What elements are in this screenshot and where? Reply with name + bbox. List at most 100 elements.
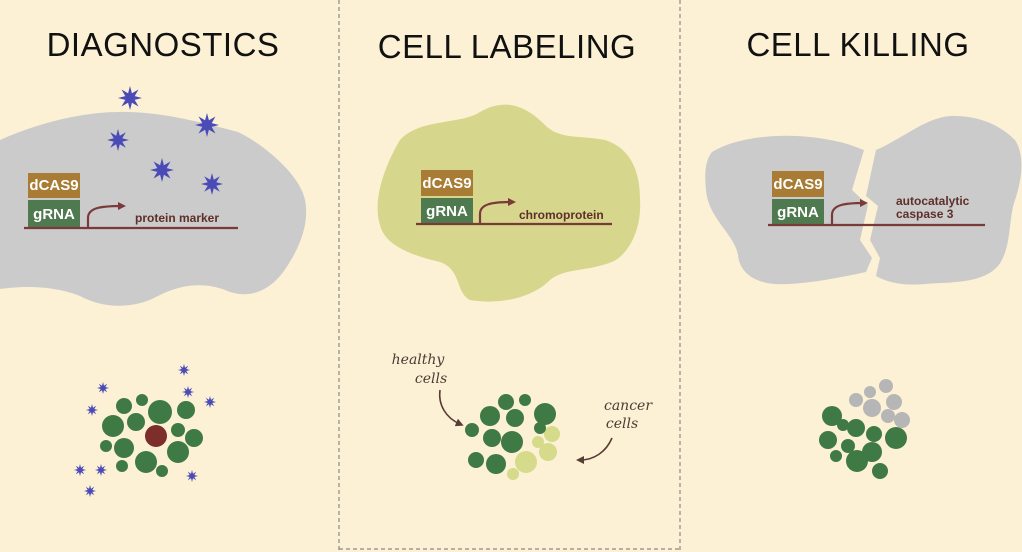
grna-box <box>28 200 80 227</box>
cancer-cells-label-line2: cells <box>606 416 638 432</box>
cell-dead-cell <box>849 393 863 407</box>
cell-dead-cell <box>881 409 895 423</box>
cell-healthy-cell <box>841 439 855 453</box>
cell-healthy-cell <box>837 419 849 431</box>
cell-healthy-cell <box>519 394 531 406</box>
cell-healthy-cell <box>822 406 842 426</box>
cell-cancer-cell <box>544 426 560 442</box>
gene-label: chromoprotein <box>519 208 604 222</box>
star-icon <box>195 113 219 137</box>
cell-healthy-cell <box>534 422 546 434</box>
dcas9-box <box>421 170 473 196</box>
cluster-stars <box>74 364 216 497</box>
grna-box <box>772 199 824 225</box>
cell-healthy-cell <box>177 401 195 419</box>
cell-healthy-cell <box>156 465 168 477</box>
cell-healthy-cell <box>872 463 888 479</box>
dcas9-box <box>28 173 80 198</box>
cell-healthy-cell <box>819 431 837 449</box>
gray-cell-shape <box>0 111 307 306</box>
cell-healthy-cell <box>102 415 124 437</box>
panel-cell-killing: CELL KILLING dCAS9 gRNA autocatalytic ca… <box>705 26 1022 479</box>
cell-healthy-cell <box>465 423 479 437</box>
star-icon <box>95 464 107 476</box>
grna-label: gRNA <box>33 206 75 223</box>
healthy-cells-label-line1: healthy <box>392 352 446 368</box>
cell-healthy-cell <box>171 423 185 437</box>
killing-cell-cluster <box>819 379 910 479</box>
cell-cancer-cell <box>515 451 537 473</box>
cell-healthy-cell <box>167 441 189 463</box>
star-icon <box>84 485 96 497</box>
cell-dead-cell <box>879 379 893 393</box>
star-icon <box>97 382 109 394</box>
cell-healthy-cell <box>480 406 500 426</box>
protein-marker-stars <box>107 86 223 195</box>
cell-healthy-cell <box>483 429 501 447</box>
cell-healthy-cell <box>506 409 524 427</box>
dcas9-label: dCAS9 <box>422 175 471 192</box>
grna-label: gRNA <box>777 204 819 221</box>
cell-healthy-cell <box>116 460 128 472</box>
cell-healthy-cell <box>534 403 556 425</box>
grna-box <box>421 198 473 224</box>
dcas9-box <box>772 171 824 197</box>
cell-dead-cell <box>894 412 910 428</box>
cell-healthy-cell <box>148 400 172 424</box>
star-icon <box>150 158 174 182</box>
cell-healthy-cell <box>100 440 112 452</box>
healthy-cells-label-line2: cells <box>415 371 447 387</box>
promoter-arrow <box>478 198 516 224</box>
cell-healthy-cell <box>114 438 134 458</box>
star-icon <box>204 396 216 408</box>
cancer-cells-label-line1: cancer <box>604 398 653 414</box>
healthy-cells-pointer-arrow <box>438 389 464 427</box>
cell-healthy-cell <box>501 431 523 453</box>
cell-healthy-cell <box>185 429 203 447</box>
gray-cell-right-fragment <box>866 115 1022 285</box>
star-icon <box>178 364 190 376</box>
cell-marked-cell <box>145 425 167 447</box>
panel-cell-labeling: CELL LABELING dCAS9 gRNA chromoprotein h… <box>377 28 653 480</box>
cell-healthy-cell <box>135 451 157 473</box>
cell-cancer-cell <box>532 436 544 448</box>
cell-cancer-cell <box>539 443 557 461</box>
panel-title: CELL LABELING <box>378 28 636 65</box>
gene-label-line2: caspase 3 <box>896 207 954 221</box>
cell-healthy-cell <box>136 394 148 406</box>
diagnostic-cell-cluster <box>100 394 203 477</box>
cell-healthy-cell <box>468 452 484 468</box>
cell-dead-cell <box>863 399 881 417</box>
star-icon <box>74 464 86 476</box>
cell-healthy-cell <box>830 450 842 462</box>
cell-dead-cell <box>864 386 876 398</box>
cell-healthy-cell <box>486 454 506 474</box>
gene-label-line1: autocatalytic <box>896 194 970 208</box>
cell-healthy-cell <box>127 413 145 431</box>
promoter-arrow <box>830 199 868 225</box>
star-icon <box>201 173 223 195</box>
star-icon <box>182 386 194 398</box>
promoter-arrow <box>86 202 126 228</box>
star-icon <box>86 404 98 416</box>
cell-healthy-cell <box>498 394 514 410</box>
gene-label: protein marker <box>135 211 219 225</box>
cell-healthy-cell <box>885 427 907 449</box>
cancer-cells-pointer-arrow <box>576 437 613 464</box>
cell-healthy-cell <box>847 419 865 437</box>
labeling-cell-cluster <box>465 394 560 480</box>
panel-diagnostics: DIAGNOSTICS dCAS9 gRNA protein marker <box>0 26 307 497</box>
panel-title: CELL KILLING <box>746 26 969 63</box>
panel-title: DIAGNOSTICS <box>47 26 280 63</box>
cell-healthy-cell <box>116 398 132 414</box>
cell-healthy-cell <box>846 450 868 472</box>
cell-healthy-cell <box>866 426 882 442</box>
star-icon <box>186 470 198 482</box>
dcas9-label: dCAS9 <box>29 177 78 194</box>
dcas9-label: dCAS9 <box>773 176 822 193</box>
star-icon <box>107 129 129 151</box>
star-icon <box>118 86 142 110</box>
cell-cancer-cell <box>507 468 519 480</box>
grna-label: gRNA <box>426 203 468 220</box>
